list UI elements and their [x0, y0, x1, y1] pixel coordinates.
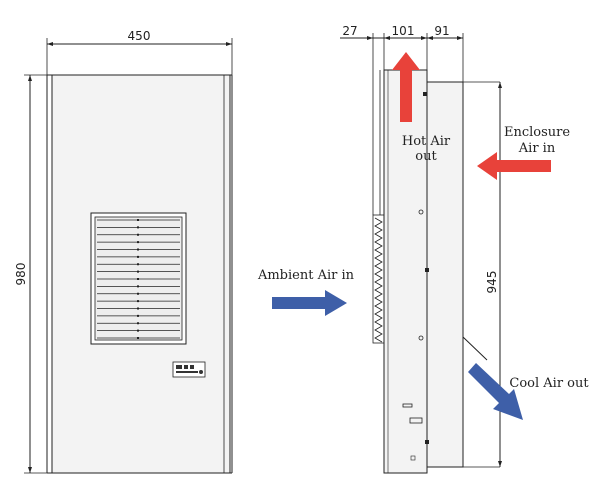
louver-fastener — [137, 322, 139, 325]
width-label: 450 — [128, 29, 151, 43]
cool-air-label: Cool Air out — [509, 376, 589, 391]
louver-fastener — [137, 314, 139, 317]
ambient-air-arrow — [272, 290, 347, 316]
depth-mid-label: 101 — [392, 24, 415, 38]
side-cabinet — [383, 69, 500, 474]
louver-fastener — [137, 226, 139, 229]
external-fins — [372, 60, 385, 344]
inner-height-label: 945 — [485, 271, 499, 294]
louver-fastener — [137, 248, 139, 251]
ambient-air-label: Ambient Air in — [257, 268, 355, 283]
louver-fastener — [137, 300, 139, 303]
louver-fastener — [137, 307, 139, 310]
louver-fastener — [137, 329, 139, 332]
front-view: 450 980 — [14, 29, 233, 474]
louver-fastener — [137, 292, 139, 295]
hot-air-label-1: Hot Air — [402, 134, 451, 149]
width-dimension: 450 — [46, 29, 233, 75]
depth-dimensions: 27 101 91 — [340, 24, 464, 82]
louver-fastener — [137, 285, 139, 288]
louver-fastener — [137, 270, 139, 273]
enclosure-label-2: Air in — [518, 141, 556, 156]
louver-fastener — [137, 255, 139, 258]
enclosure-air-arrow — [477, 152, 551, 180]
louver-fastener — [137, 241, 139, 244]
depth-right-label: 91 — [434, 24, 449, 38]
hot-air-label-2: out — [415, 149, 437, 164]
louver-fastener — [137, 278, 139, 280]
louver-fastener — [137, 233, 139, 236]
side-view: 27 101 91 — [340, 24, 502, 474]
louver-fastener — [137, 263, 139, 266]
enclosure-label-1: Enclosure — [504, 125, 570, 140]
cool-air-arrow — [468, 363, 523, 420]
depth-left-label: 27 — [342, 24, 357, 38]
height-label: 980 — [14, 263, 28, 286]
front-grille — [90, 212, 187, 345]
louver-fastener — [137, 219, 139, 221]
control-panel — [172, 361, 206, 378]
height-dimension: 980 — [14, 74, 52, 474]
hot-air-arrow — [392, 52, 420, 122]
louver-fastener — [137, 337, 139, 339]
front-cabinet — [46, 74, 233, 474]
